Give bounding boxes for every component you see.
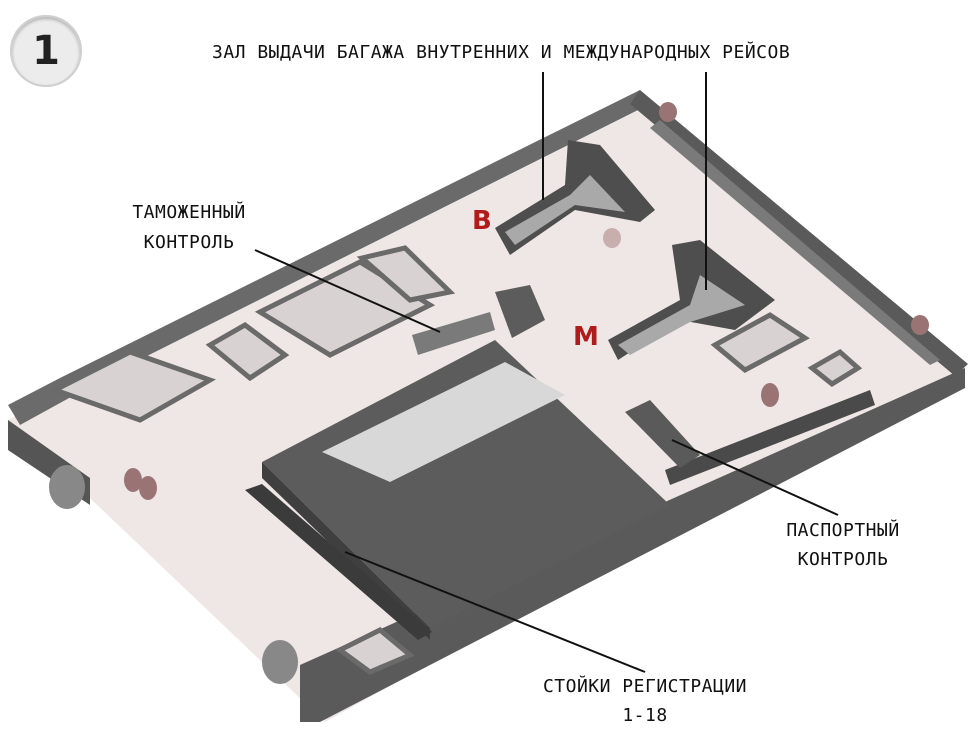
right-wall (630, 90, 968, 376)
baggage-hall-label: ЗАЛ ВЫДАЧИ БАГАЖА ВНУТРЕННИХ И МЕЖДУНАРО… (212, 42, 791, 63)
floor-number: 1 (32, 28, 60, 74)
passport-booths (625, 400, 700, 468)
column (911, 315, 929, 335)
customs-label-line2: КОНТРОЛЬ (143, 232, 235, 253)
zone-international-letter: М (573, 322, 599, 352)
carousel-domestic-belt (505, 175, 625, 245)
column (659, 102, 677, 122)
back-wall (60, 90, 650, 392)
pillar (262, 640, 298, 684)
column (761, 383, 779, 407)
carousel-international-belt (618, 275, 745, 355)
passport-label-line2: КОНТРОЛЬ (797, 549, 889, 570)
column (139, 476, 157, 500)
room-passport (710, 312, 810, 373)
pillar (49, 465, 85, 509)
checkin-label-line1: СТОЙКИ РЕГИСТРАЦИИ (542, 676, 748, 697)
leader-checkin (344, 551, 646, 673)
passport-label-line1: ПАСПОРТНЫЙ (786, 520, 900, 541)
bottom-wall (300, 368, 965, 722)
leader-passport (671, 439, 839, 516)
checkin-hall-roof (262, 340, 670, 628)
right-wall-inner (650, 120, 940, 365)
column (603, 228, 621, 248)
room-3 (254, 259, 436, 358)
room-4 (356, 245, 456, 303)
column (124, 468, 142, 492)
leader-customs (254, 249, 441, 333)
room-1 (48, 349, 216, 423)
customs-booth (412, 312, 495, 355)
zone-domestic-letter: В (472, 206, 492, 236)
customs-hall (495, 285, 545, 338)
checkin-counters (245, 484, 432, 640)
checkin-label-line2: 1-18 (622, 705, 668, 726)
room-small (807, 348, 863, 388)
floor-number-badge: 1 (10, 15, 82, 87)
customs-label-line1: ТАМОЖЕННЫЙ (132, 202, 246, 223)
room-bottom (335, 627, 415, 675)
room-2 (205, 322, 290, 382)
checkin-hall-window (322, 362, 565, 482)
